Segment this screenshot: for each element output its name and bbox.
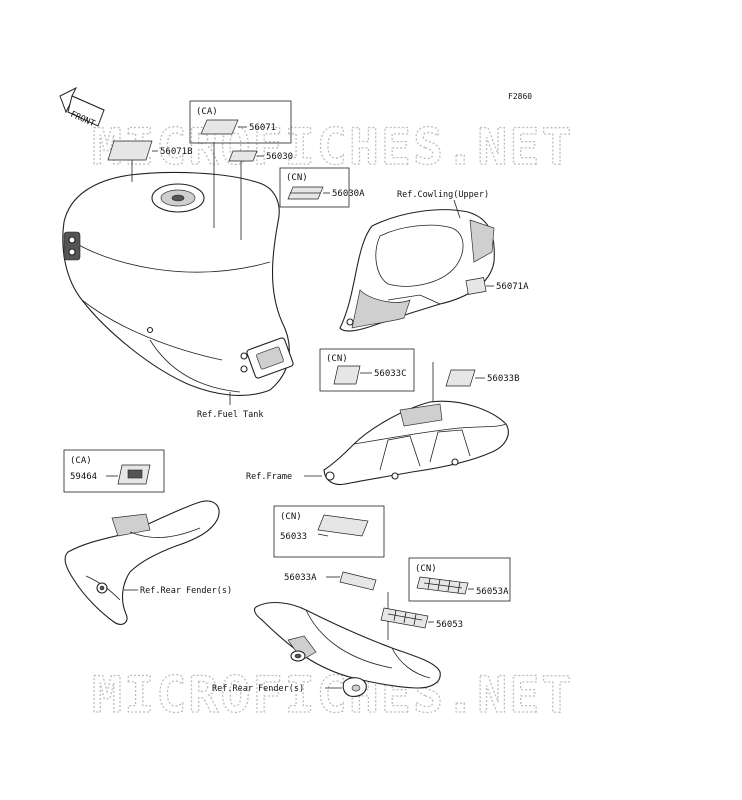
part-56033a[interactable]: 56033A	[284, 573, 317, 583]
decal-56053-pattern	[387, 609, 423, 626]
box-cn-56030a	[279, 167, 350, 208]
region-cn-1: (CN)	[286, 173, 308, 183]
upper-cowling-illustration	[339, 209, 495, 332]
watermark-top: MICROFICHES.NET	[92, 118, 574, 176]
region-ca-2: (CA)	[70, 456, 92, 466]
box-ca-56071	[189, 100, 292, 144]
part-59464[interactable]: 59464	[70, 472, 97, 482]
rear-fender-left-illustration	[64, 500, 220, 625]
box-cn-56033c	[319, 348, 415, 392]
watermark-bottom: MICROFICHES.NET	[92, 666, 574, 724]
ref-fuel-tank: Ref.Fuel Tank	[197, 410, 264, 420]
rear-fender-right-illustration	[253, 601, 441, 697]
region-cn-4: (CN)	[415, 564, 437, 574]
decal-56053	[380, 607, 429, 629]
part-56053a[interactable]: 56053A	[476, 587, 509, 597]
front-arrow-icon: FRONT	[59, 86, 105, 129]
decal-56071a	[465, 277, 487, 295]
figure-code: F2860	[508, 92, 532, 101]
frame-illustration	[323, 400, 509, 486]
decal-56033c	[333, 365, 361, 385]
part-56033[interactable]: 56033	[280, 532, 307, 542]
part-56071[interactable]: 56071	[249, 123, 276, 133]
region-ca-1: (CA)	[196, 107, 218, 117]
ref-rear-fender-2: Ref.Rear Fender(s)	[212, 684, 304, 694]
box-cn-56033	[273, 505, 385, 558]
part-56033c[interactable]: 56033C	[374, 369, 407, 379]
box-ca-59464	[63, 449, 165, 493]
part-56071b[interactable]: 56071B	[160, 147, 193, 157]
decal-56071	[200, 119, 239, 135]
part-56030a[interactable]: 56030A	[332, 189, 365, 199]
part-56071a[interactable]: 56071A	[496, 282, 529, 292]
region-cn-3: (CN)	[280, 512, 302, 522]
decal-56053a-pattern	[423, 577, 463, 594]
decal-56071b	[107, 140, 153, 161]
box-cn-56053a	[408, 557, 511, 602]
decal-56033b	[445, 369, 476, 387]
decal-56033a	[339, 571, 377, 591]
part-56053[interactable]: 56053	[436, 620, 463, 630]
region-cn-2: (CN)	[326, 354, 348, 364]
ref-frame: Ref.Frame	[246, 472, 292, 482]
ref-rear-fender-1: Ref.Rear Fender(s)	[140, 586, 232, 596]
decal-56033	[317, 514, 369, 537]
part-56030[interactable]: 56030	[266, 152, 293, 162]
part-56033b[interactable]: 56033B	[487, 374, 520, 384]
fuel-tank-illustration	[62, 171, 294, 396]
ref-cowling-upper: Ref.Cowling(Upper)	[397, 190, 489, 200]
decal-56030	[228, 150, 258, 162]
